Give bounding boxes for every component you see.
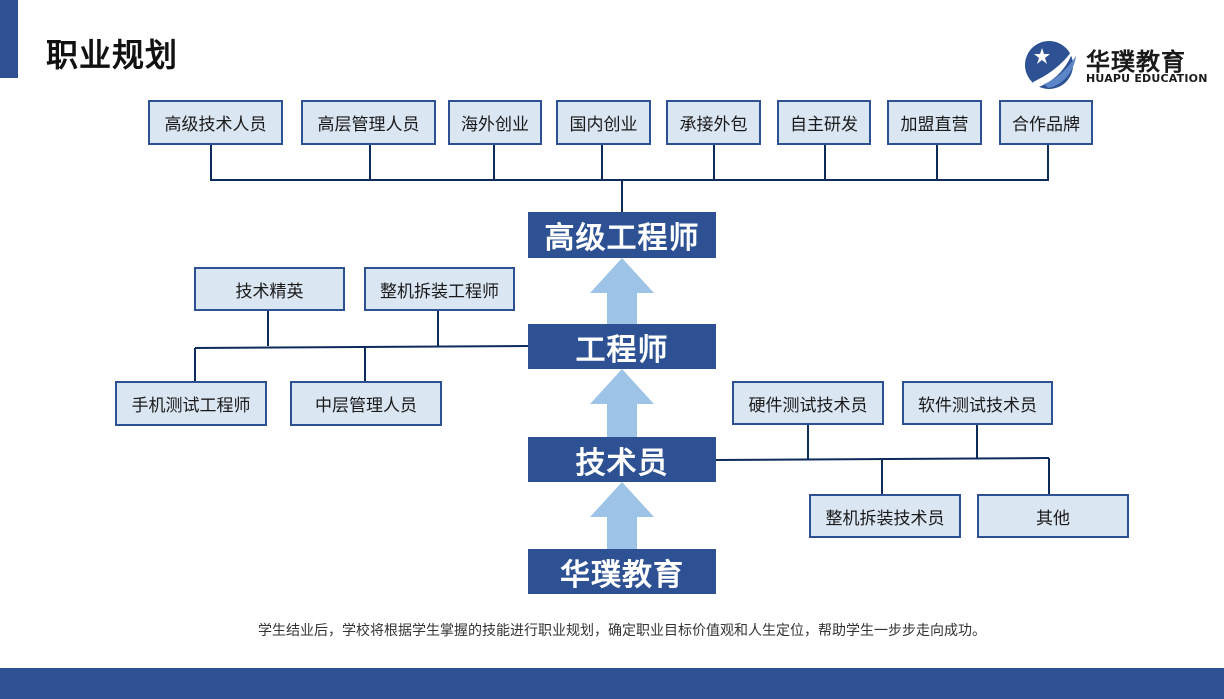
path-other: 其他 [977,494,1129,538]
path-overseas-startup: 海外创业 [448,100,542,145]
path-partner-brand: 合作品牌 [999,100,1093,145]
footer-note: 学生结业后，学校将根据学生掌握的技能进行职业规划，确定职业目标价值观和人生定位，… [258,623,986,639]
huapu-logo: 华璞教育 HUAPU EDUCATION [1024,38,1207,92]
arrow-up-icon [590,369,654,437]
huapu-emblem-icon [1025,41,1076,89]
level-technician: 技术员 [528,437,716,482]
logo-text-cn: 华璞教育 [1086,48,1186,76]
arrow-up-icon [590,258,654,324]
path-senior-tech-staff: 高级技术人员 [148,100,283,145]
logo-text-en: HUAPU EDUCATION [1086,72,1208,85]
path-domestic-startup: 国内创业 [556,100,651,145]
bottom-bar [0,668,1224,699]
path-tech-elite: 技术精英 [194,267,345,311]
path-mid-management: 中层管理人员 [290,381,442,426]
path-assembly-tech: 整机拆装技术员 [809,494,961,538]
path-franchise-direct: 加盟直营 [887,100,982,145]
path-independent-rnd: 自主研发 [777,100,871,145]
path-phone-test-engineer: 手机测试工程师 [115,381,267,426]
path-outsourcing: 承接外包 [666,100,761,145]
arrow-up-icon [590,482,654,549]
page-title: 职业规划 [46,36,179,74]
path-hardware-test-tech: 硬件测试技术员 [732,381,884,425]
path-assembly-engineer: 整机拆装工程师 [364,267,515,311]
level-engineer: 工程师 [528,324,716,369]
path-senior-management: 高层管理人员 [301,100,436,145]
level-senior-engineer: 高级工程师 [528,212,716,258]
level-huapu-education: 华璞教育 [528,549,716,594]
left-accent-bar [0,0,18,78]
path-software-test-tech: 软件测试技术员 [902,381,1053,425]
